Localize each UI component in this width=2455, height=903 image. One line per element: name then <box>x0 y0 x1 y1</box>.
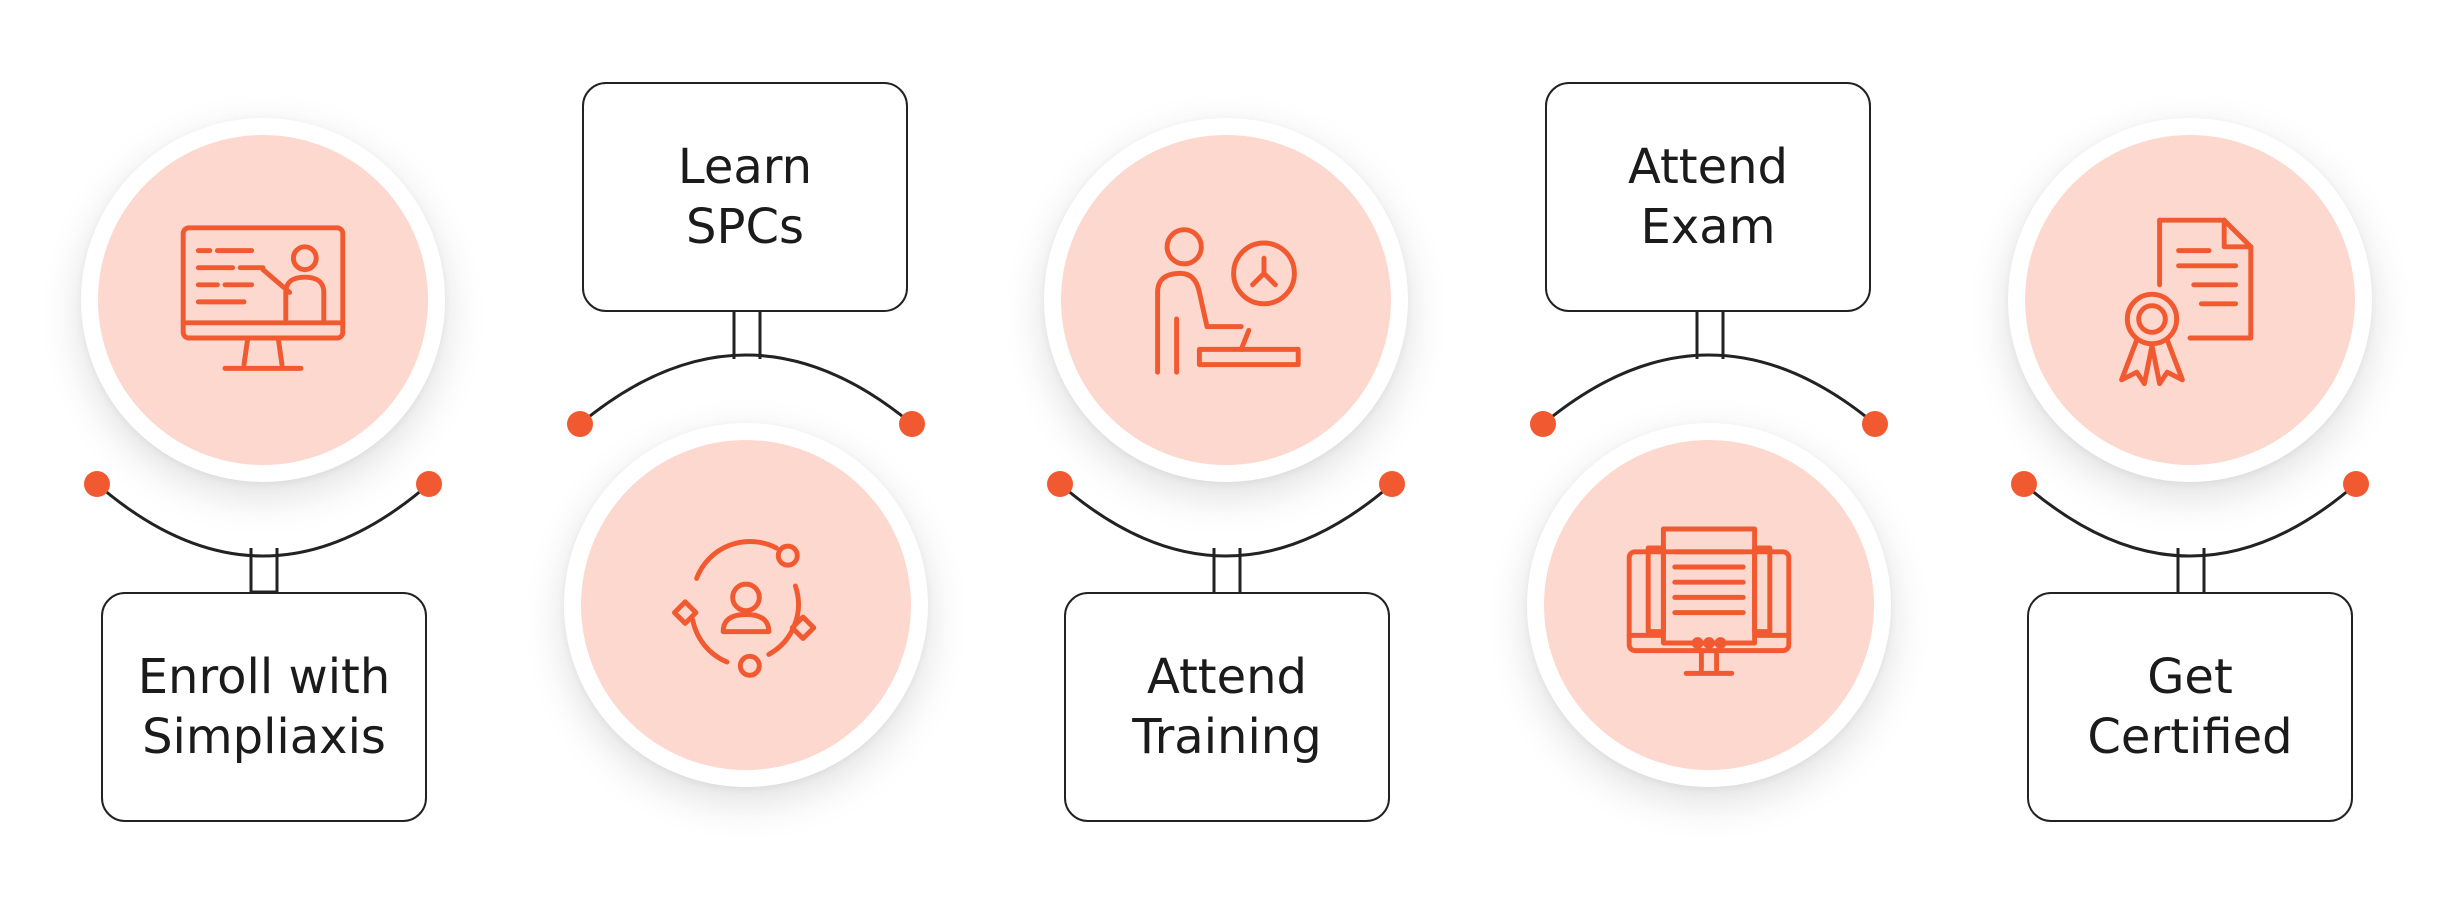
presentation-screen-icon <box>180 225 346 371</box>
step-5-line-2: Certified <box>2087 709 2293 765</box>
step-3-line-1: Attend <box>1146 649 1308 705</box>
connector-dot-5b <box>2343 471 2369 497</box>
connector-arc-3 <box>1059 482 1393 558</box>
step-2-line-2: SPCs <box>686 199 804 255</box>
document-monitor-icon <box>1626 526 1792 676</box>
person-network-icon <box>671 539 817 678</box>
connector-dot-5a <box>2011 471 2037 497</box>
connector-stem-4 <box>1695 312 1725 359</box>
step-1-label: Enroll with Simpliaxis <box>101 592 427 822</box>
certificate-ribbon-icon <box>2119 217 2254 387</box>
step-4-circle-fill <box>1544 440 1874 770</box>
step-5-label: Get Certified <box>2027 592 2353 822</box>
step-2-line-1: Learn <box>677 139 813 195</box>
step-1-circle-fill <box>98 135 428 465</box>
connector-dot-3b <box>1379 471 1405 497</box>
step-2-circle-fill <box>581 440 911 770</box>
step-3-circle-fill <box>1061 135 1391 465</box>
step-1-line-1: Enroll with <box>137 649 391 705</box>
step-1-circle <box>81 118 445 482</box>
step-4-label: Attend Exam <box>1545 82 1871 312</box>
step-3-circle <box>1044 118 1408 482</box>
connector-dot-2a <box>567 411 593 437</box>
step-3-line-2: Training <box>1132 709 1322 765</box>
connector-arc-1 <box>96 482 430 558</box>
step-4-line-1: Attend <box>1627 139 1789 195</box>
step-5-line-1: Get <box>2147 649 2233 705</box>
step-2-label: Learn SPCs <box>582 82 908 312</box>
connector-dot-1a <box>84 471 110 497</box>
connector-dot-3a <box>1047 471 1073 497</box>
step-4-circle <box>1527 423 1891 787</box>
step-4-line-2: Exam <box>1640 199 1776 255</box>
connector-arc-5 <box>2023 482 2357 558</box>
step-3-label: Attend Training <box>1064 592 1390 822</box>
person-desk-clock-icon <box>1155 227 1301 375</box>
step-2-circle <box>564 423 928 787</box>
step-5-circle-fill <box>2025 135 2355 465</box>
connector-dot-2b <box>899 411 925 437</box>
connector-arc-2 <box>579 353 913 426</box>
connector-stem-2 <box>732 312 762 359</box>
connector-dot-4a <box>1530 411 1556 437</box>
connector-dot-4b <box>1862 411 1888 437</box>
connector-stem-3 <box>1212 548 1242 592</box>
step-5-circle <box>2008 118 2372 482</box>
connector-dot-1b <box>416 471 442 497</box>
connector-arc-4 <box>1542 353 1876 426</box>
connector-stem-5 <box>2176 548 2206 592</box>
step-1-line-2: Simpliaxis <box>142 709 386 765</box>
